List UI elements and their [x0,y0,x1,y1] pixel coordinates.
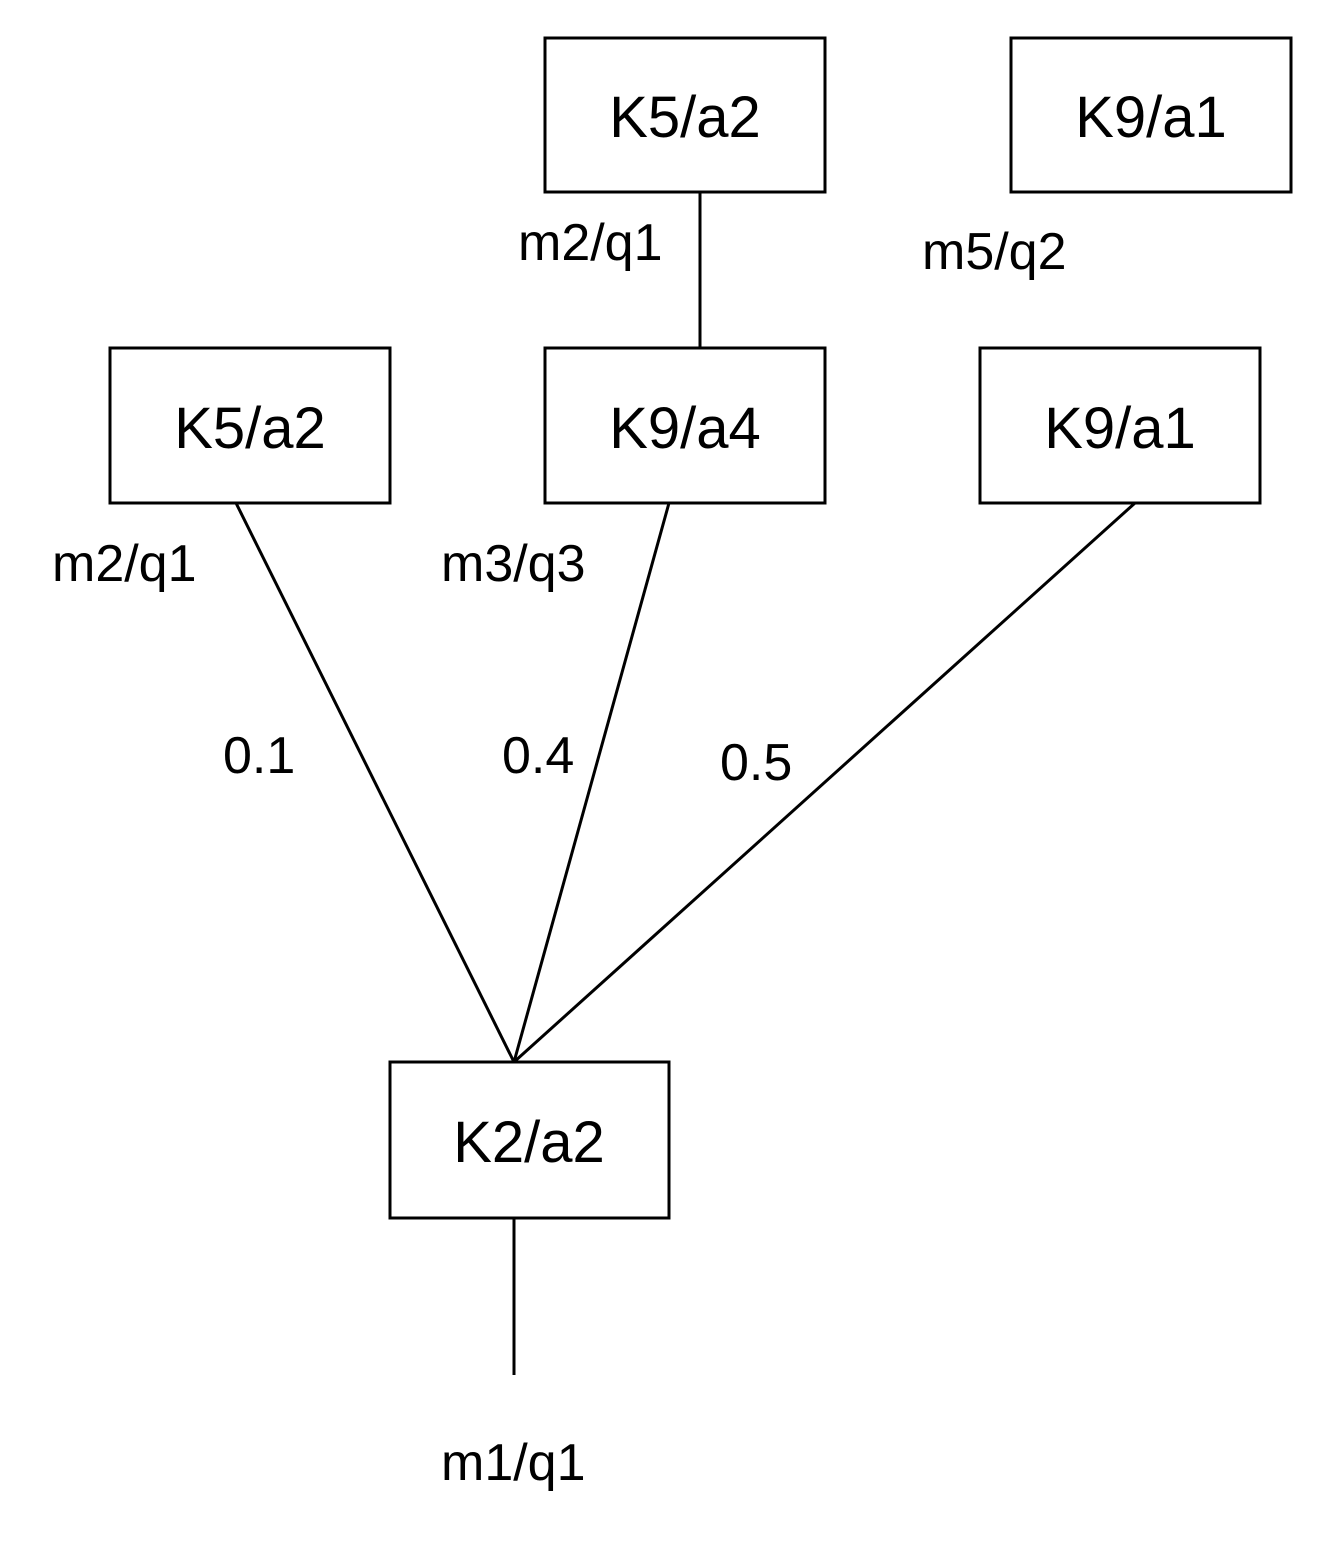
edge-right-k9-to-root [512,501,1137,1064]
node-top-k5: K5/a2 [543,36,827,194]
label-top-k9-m: m5/q2 [922,223,1067,281]
node-label: K9/a1 [1044,396,1196,461]
node-root-k2: K2/a2 [388,1060,671,1220]
label-mid-k9-m: m3/q3 [441,535,586,593]
node-mid-k9: K9/a4 [543,346,827,505]
node-label: K9/a4 [609,396,761,461]
node-left-k5: K5/a2 [108,346,392,505]
node-right-k9: K9/a1 [978,346,1262,505]
label-top-k5-m: m2/q1 [518,214,663,272]
edge-mid-k9-to-root [512,502,671,1063]
weight-left: 0.1 [223,727,295,785]
label-root-m: m1/q1 [441,1434,586,1492]
edge-left-k5-to-root [234,502,516,1063]
node-label: K5/a2 [174,396,326,461]
node-label: K5/a2 [609,85,761,150]
node-label: K9/a1 [1075,85,1227,150]
label-left-k5-m: m2/q1 [52,535,197,593]
weight-right: 0.5 [720,734,792,792]
node-label: K2/a2 [453,1110,605,1175]
weight-mid: 0.4 [502,727,574,785]
node-top-k9: K9/a1 [1009,36,1293,194]
